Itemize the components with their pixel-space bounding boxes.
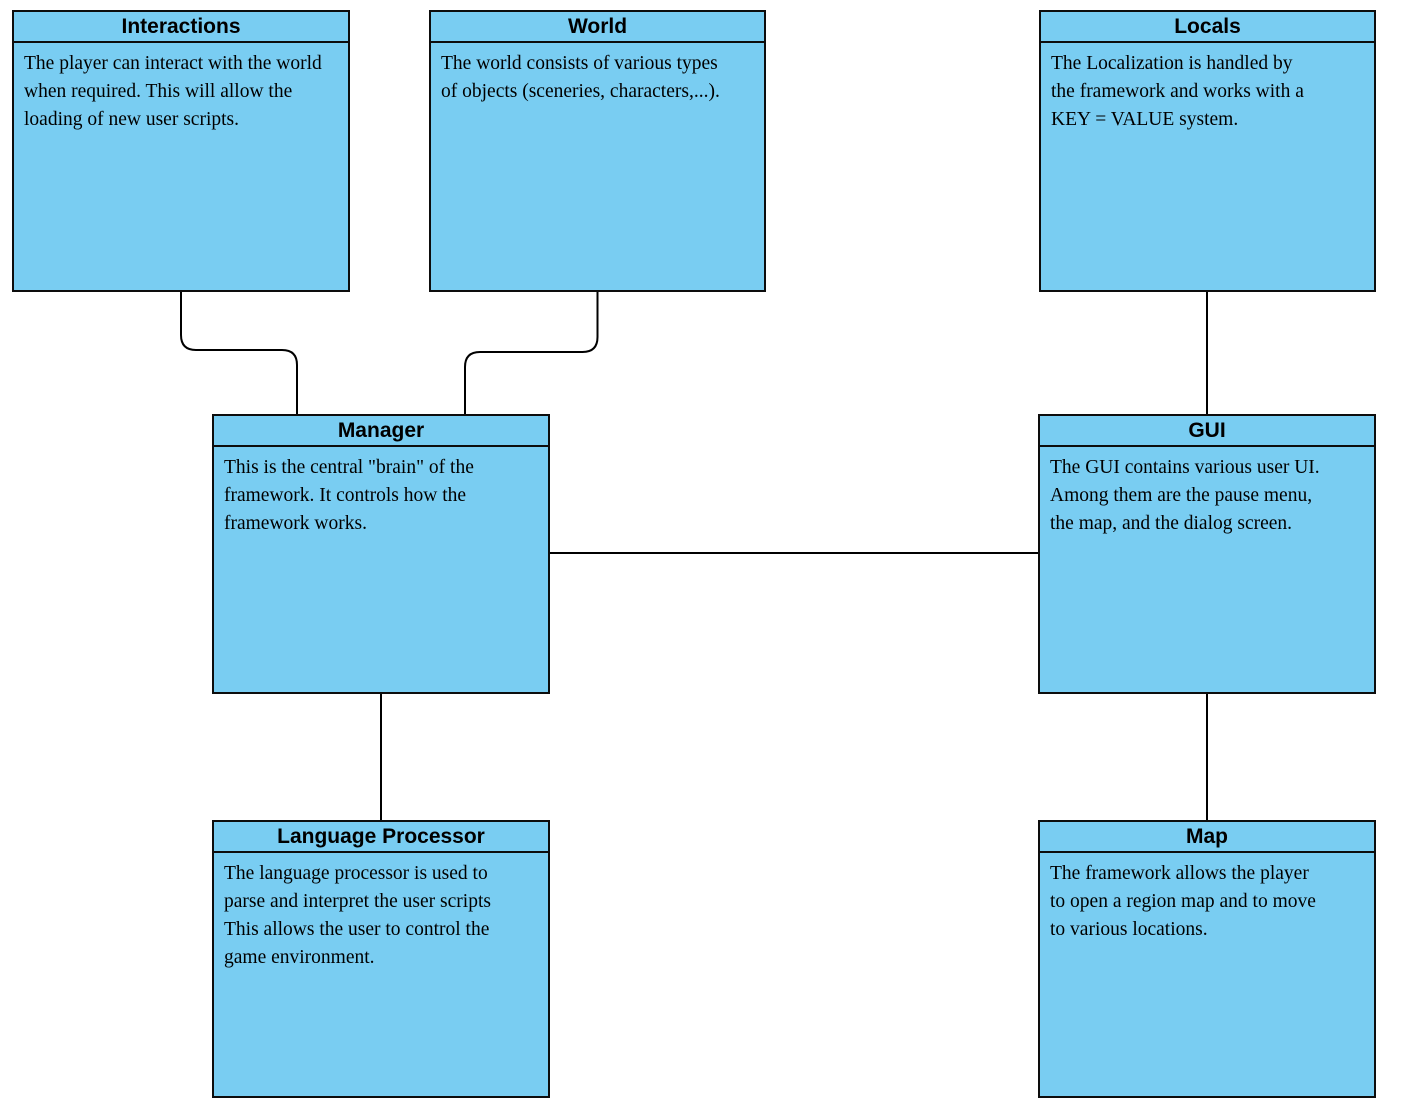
node-world-title: World [431, 12, 764, 43]
node-map: Map The framework allows the player to o… [1038, 820, 1376, 1098]
node-map-title: Map [1040, 822, 1374, 853]
node-world: World The world consists of various type… [429, 10, 766, 292]
node-gui-body: The GUI contains various user UI. Among … [1050, 457, 1320, 534]
node-locals: Locals The Localization is handled by th… [1039, 10, 1376, 292]
node-locals-title: Locals [1041, 12, 1374, 43]
node-language-processor-title: Language Processor [214, 822, 548, 853]
node-language-processor-body: The language processor is used to parse … [224, 863, 491, 968]
node-world-body: The world consists of various types of o… [441, 53, 720, 102]
node-manager-title: Manager [214, 416, 548, 447]
edge-interactions-manager [180, 291, 298, 414]
node-interactions-body: The player can interact with the world w… [24, 53, 322, 130]
node-gui-title: GUI [1040, 416, 1374, 447]
node-manager-body: This is the central "brain" of the frame… [224, 457, 474, 534]
node-map-body: The framework allows the player to open … [1050, 863, 1316, 940]
node-interactions-title: Interactions [14, 12, 348, 43]
node-gui: GUI The GUI contains various user UI. Am… [1038, 414, 1376, 694]
node-language-processor: Language Processor The language processo… [212, 820, 550, 1098]
node-locals-body: The Localization is handled by the frame… [1051, 53, 1304, 130]
node-manager: Manager This is the central "brain" of t… [212, 414, 550, 694]
node-interactions: Interactions The player can interact wit… [12, 10, 350, 292]
edge-world-manager [464, 291, 599, 414]
